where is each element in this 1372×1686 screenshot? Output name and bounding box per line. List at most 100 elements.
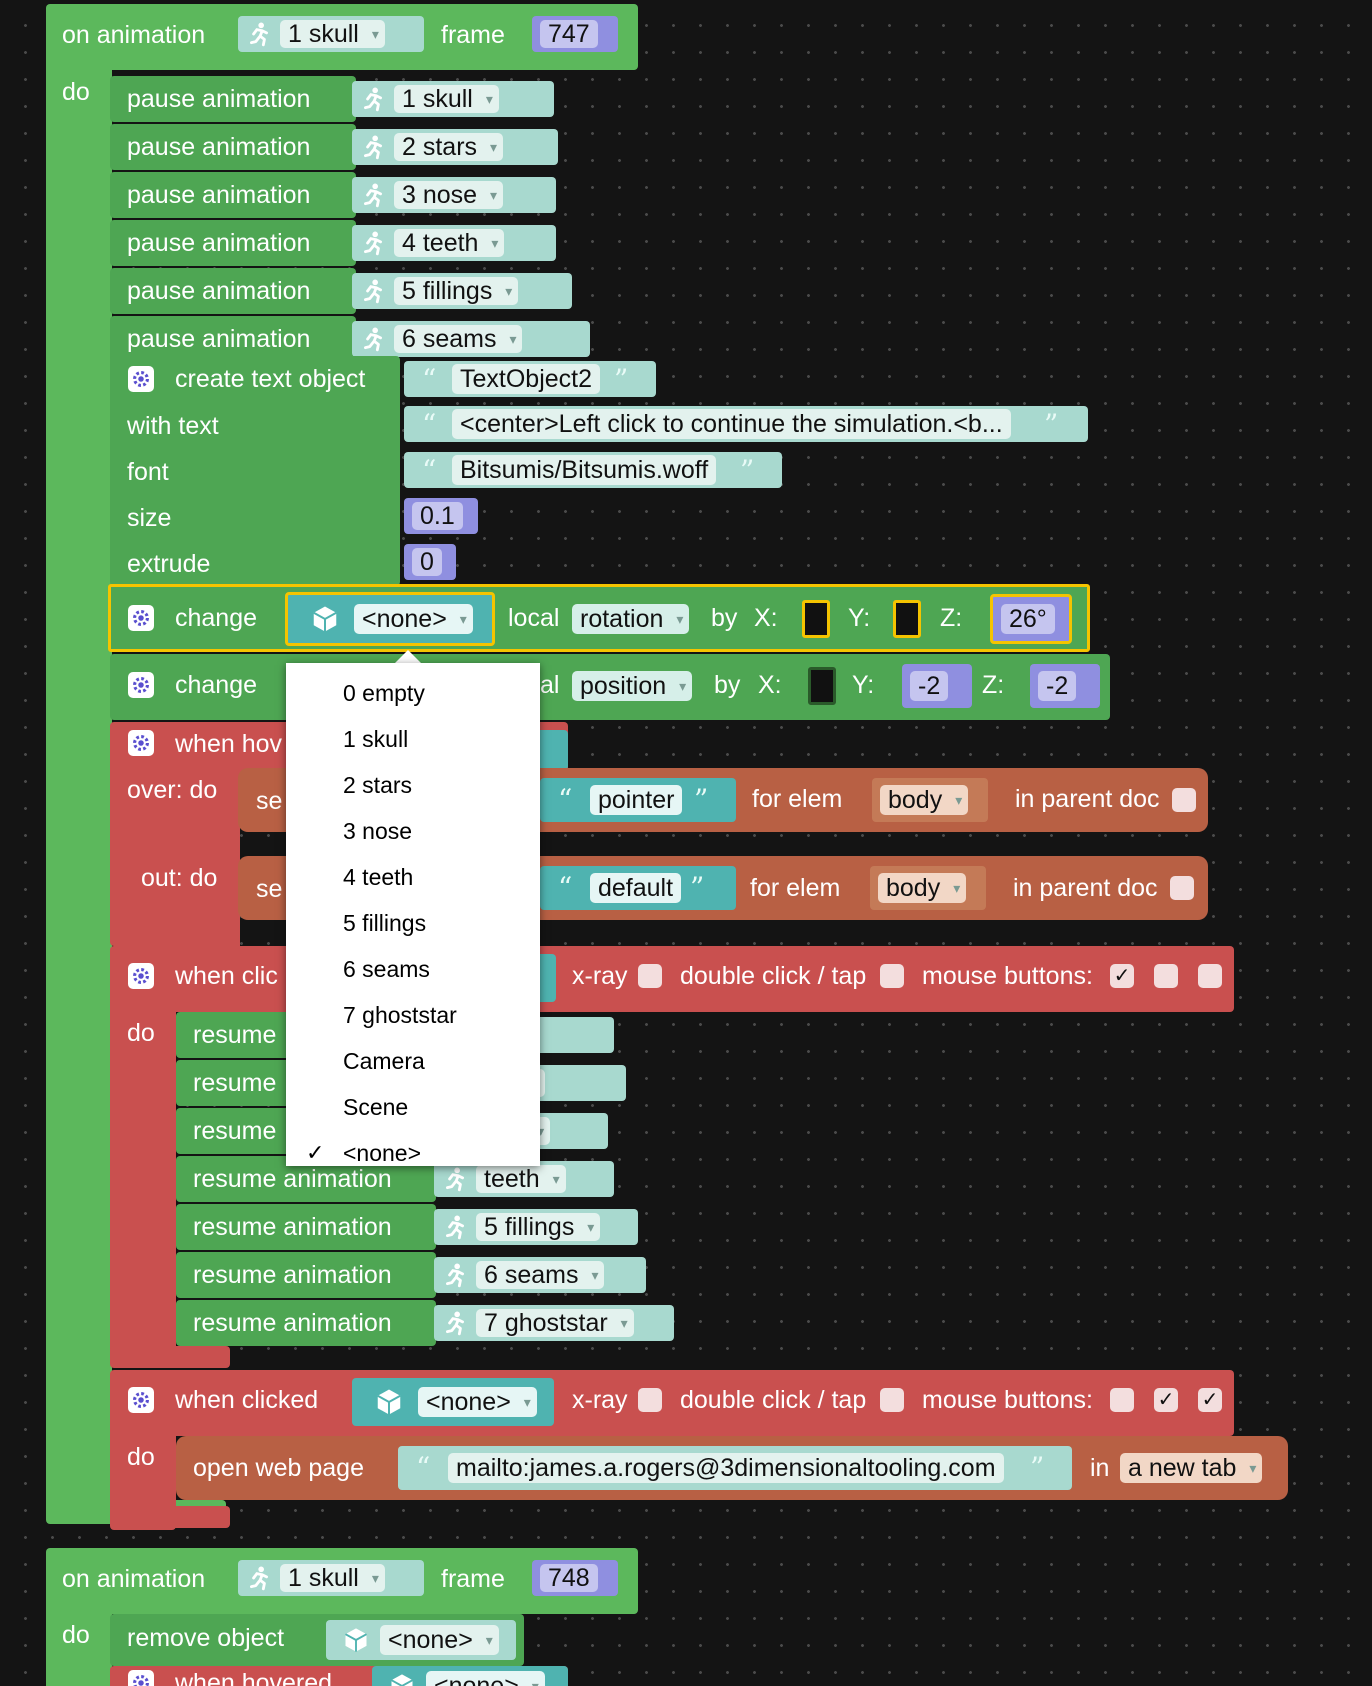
left-button-checkbox[interactable] — [1110, 1388, 1134, 1412]
size-value-block[interactable]: 0.1 — [404, 498, 478, 534]
menu-item[interactable]: 5 fillings — [286, 901, 540, 945]
pause-animation-selector[interactable]: 5 fillings — [352, 273, 572, 309]
left-button-checkbox[interactable]: ✓ — [1110, 964, 1134, 988]
x-empty-slot[interactable] — [802, 600, 830, 638]
cursor-value-block[interactable]: “ default ” — [540, 866, 736, 910]
elem-dropdown[interactable]: body — [878, 873, 967, 903]
resume-animation-dropdown[interactable]: teeth — [476, 1165, 566, 1193]
double-click-checkbox[interactable] — [880, 1388, 904, 1412]
resume-animation-selector[interactable]: teeth — [434, 1161, 614, 1197]
pause-animation-block[interactable] — [110, 124, 356, 170]
cursor-over-input[interactable]: pointer — [590, 785, 683, 815]
frame-value-block[interactable]: 747 — [532, 16, 618, 52]
resume-animation-block[interactable] — [176, 1252, 436, 1298]
right-button-checkbox[interactable] — [1198, 964, 1222, 988]
parent-doc-checkbox[interactable] — [1170, 876, 1194, 900]
hover-object-selector[interactable]: <none> — [372, 1666, 568, 1686]
gear-icon[interactable] — [128, 605, 154, 631]
font-input[interactable]: Bitsumis/Bitsumis.woff — [452, 455, 717, 485]
pause-animation-selector[interactable]: 2 stars — [352, 129, 558, 165]
gear-icon[interactable] — [128, 1670, 154, 1686]
animation-selector[interactable]: 1 skull — [238, 1560, 424, 1596]
property-dropdown[interactable]: rotation — [572, 604, 690, 634]
remove-object-selector[interactable]: <none> — [326, 1620, 516, 1660]
tab-mode-dropdown[interactable]: a new tab — [1120, 1453, 1263, 1483]
size-input[interactable]: 0.1 — [412, 502, 463, 530]
z-value-block[interactable]: 26° — [990, 594, 1072, 644]
y-empty-slot[interactable] — [893, 600, 921, 638]
create-text-object-block[interactable] — [110, 356, 400, 586]
gear-icon[interactable] — [128, 672, 154, 698]
cursor-value-block[interactable]: “ pointer ” — [540, 778, 736, 822]
url-block[interactable]: “ mailto:james.a.rogers@3dimensionaltool… — [398, 1446, 1072, 1490]
font-block[interactable]: “ Bitsumis/Bitsumis.woff ” — [404, 452, 782, 488]
double-click-checkbox[interactable] — [880, 964, 904, 988]
x-empty-slot[interactable] — [808, 667, 836, 705]
z-input[interactable]: 26° — [1001, 604, 1055, 634]
hover-object-dropdown[interactable]: <none> — [426, 1671, 545, 1686]
object-dropdown-menu[interactable]: 0 empty 1 skull 2 stars 3 nose 4 teeth 5… — [286, 663, 540, 1166]
menu-item[interactable]: 1 skull — [286, 717, 540, 761]
pause-animation-block[interactable] — [110, 316, 356, 362]
object-dropdown[interactable]: <none> — [418, 1387, 537, 1417]
xray-checkbox[interactable] — [638, 1388, 662, 1412]
elem-dropdown[interactable]: body — [880, 785, 969, 815]
menu-item[interactable]: Camera — [286, 1039, 540, 1083]
click-object-selector[interactable]: <none> — [352, 1378, 554, 1426]
middle-button-checkbox[interactable] — [1154, 964, 1178, 988]
menu-item[interactable]: 3 nose — [286, 809, 540, 853]
pause-animation-selector[interactable]: 3 nose — [352, 177, 556, 213]
pause-animation-dropdown[interactable]: 5 fillings — [394, 277, 519, 305]
pause-animation-block[interactable] — [110, 172, 356, 218]
extrude-value-block[interactable]: 0 — [404, 544, 456, 580]
resume-animation-dropdown[interactable]: 7 ghoststar — [476, 1309, 634, 1337]
extrude-input[interactable]: 0 — [412, 548, 442, 576]
pause-animation-selector[interactable]: 4 teeth — [352, 225, 556, 261]
frame-input[interactable]: 747 — [540, 20, 598, 48]
menu-item[interactable]: Scene — [286, 1085, 540, 1129]
resume-animation-block[interactable] — [176, 1204, 436, 1250]
animation-dropdown[interactable]: 1 skull — [280, 1564, 385, 1592]
pause-animation-block[interactable] — [110, 76, 356, 122]
resume-animation-selector[interactable]: 5 fillings — [434, 1209, 638, 1245]
object-dropdown[interactable]: <none> — [354, 604, 473, 634]
menu-item[interactable]: ✓ <none> — [286, 1131, 540, 1175]
pause-animation-block[interactable] — [110, 268, 356, 314]
cursor-out-input[interactable]: default — [590, 873, 682, 903]
right-button-checkbox[interactable]: ✓ — [1198, 1388, 1222, 1412]
frame-value-block[interactable]: 748 — [532, 1560, 618, 1596]
middle-button-checkbox[interactable]: ✓ — [1154, 1388, 1178, 1412]
pause-animation-dropdown[interactable]: 1 skull — [394, 85, 499, 113]
menu-item[interactable]: 4 teeth — [286, 855, 540, 899]
resume-animation-selector[interactable]: 6 seams — [434, 1257, 646, 1293]
resume-animation-dropdown[interactable]: 6 seams — [476, 1261, 605, 1289]
menu-item[interactable]: 0 empty — [286, 671, 540, 715]
pause-animation-selector[interactable]: 6 seams — [352, 321, 590, 357]
animation-dropdown[interactable]: 1 skull — [280, 20, 385, 48]
text-content-block[interactable]: “ <center>Left click to continue the sim… — [404, 406, 1088, 442]
animation-selector[interactable]: 1 skull — [238, 16, 424, 52]
pause-animation-dropdown[interactable]: 4 teeth — [394, 229, 505, 257]
gear-icon[interactable] — [128, 963, 154, 989]
y-value-block[interactable]: -2 — [902, 664, 972, 708]
text-content-input[interactable]: <center>Left click to continue the simul… — [452, 409, 1011, 439]
frame-input[interactable]: 748 — [540, 1564, 598, 1592]
menu-item[interactable]: 2 stars — [286, 763, 540, 807]
text-object-name-block[interactable]: “ TextObject2 ” — [404, 361, 656, 397]
elem-selector[interactable]: body — [870, 866, 986, 910]
xray-checkbox[interactable] — [638, 964, 662, 988]
y-input[interactable]: -2 — [910, 671, 949, 701]
elem-selector[interactable]: body — [872, 778, 988, 822]
pause-animation-dropdown[interactable]: 3 nose — [394, 181, 504, 209]
resume-animation-selector[interactable]: 7 ghoststar — [434, 1305, 674, 1341]
gear-icon[interactable] — [128, 1387, 154, 1413]
object-selector[interactable]: <none> — [285, 592, 495, 646]
gear-icon[interactable] — [128, 366, 154, 392]
pause-animation-selector[interactable]: 1 skull — [352, 81, 554, 117]
text-object-name-input[interactable]: TextObject2 — [452, 364, 601, 394]
property-dropdown[interactable]: position — [572, 671, 693, 701]
parent-doc-checkbox[interactable] — [1172, 788, 1196, 812]
remove-object-dropdown[interactable]: <none> — [380, 1625, 499, 1655]
when-clicked-block[interactable] — [110, 1370, 1234, 1436]
